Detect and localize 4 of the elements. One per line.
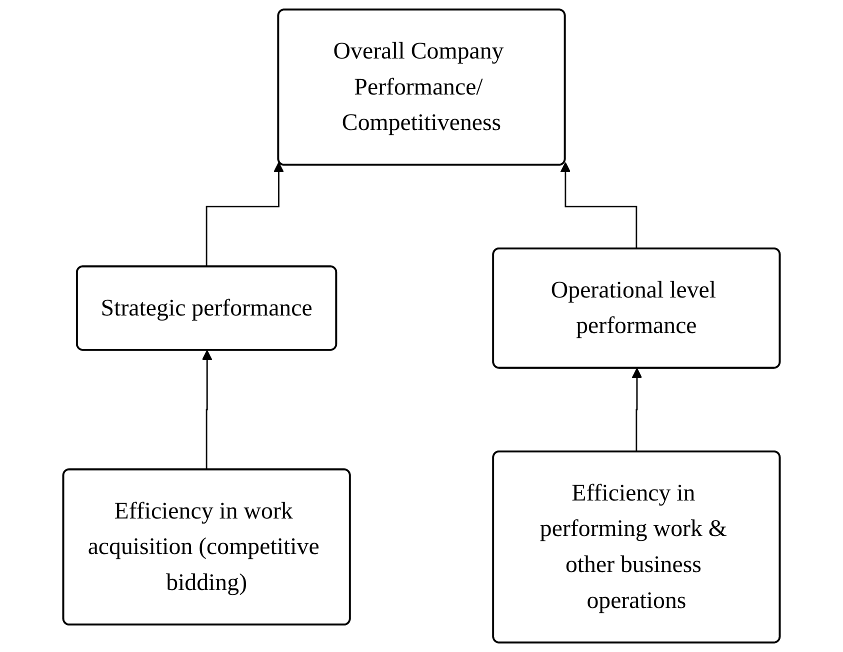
arrow <box>206 162 284 268</box>
arrow <box>202 350 212 471</box>
arrow <box>560 162 638 250</box>
arrow <box>632 368 642 453</box>
